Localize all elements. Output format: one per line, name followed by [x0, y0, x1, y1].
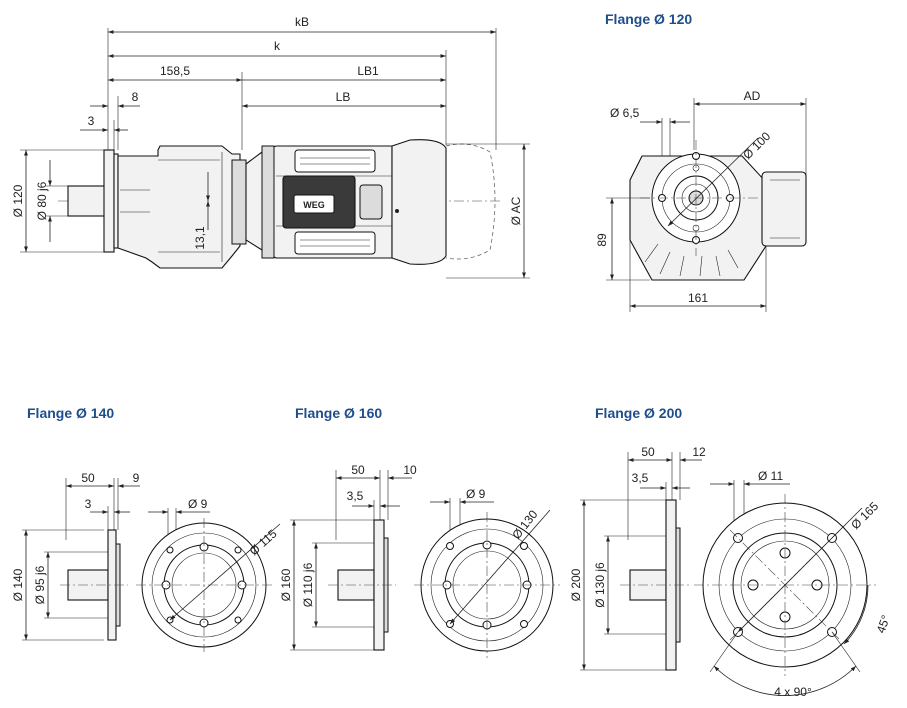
gearmotor-side-view: kB k 158,5 LB1 LB 8 3 Ø 120 Ø 80 j6 13,1 [11, 15, 530, 279]
f160-dim-hole: Ø 9 [466, 487, 486, 501]
flange-160-front: Ø 9 Ø 130 [414, 487, 560, 658]
dim-158-5: 158,5 [160, 64, 190, 78]
gearmotor-front-view: AD Ø 6,5 Ø 100 89 [595, 89, 807, 312]
f160-dim-10: 10 [403, 463, 417, 477]
f200-dim-50: 50 [641, 445, 655, 459]
f140-dim-3: 3 [85, 497, 92, 511]
dim-LB1: LB1 [357, 64, 379, 78]
f200-dim-pcd: Ø 165 [848, 499, 881, 532]
f200-dim-angle: 45° [874, 613, 893, 635]
f140-dim-50: 50 [81, 471, 95, 485]
dim-89: 89 [595, 233, 609, 247]
title-flange-160: Flange Ø 160 [295, 405, 382, 421]
dim-k: k [274, 39, 281, 53]
terminal-box-front [761, 171, 807, 247]
fan-cover [391, 139, 447, 265]
title-flange-120: Flange Ø 120 [605, 11, 692, 27]
dim-d6-5: Ø 6,5 [610, 106, 640, 120]
dim-3: 3 [88, 114, 95, 128]
dim-d120: Ø 120 [11, 184, 25, 217]
f200-dim-d130: Ø 130 j6 [593, 562, 607, 608]
f200-dim-3-5: 3,5 [632, 471, 649, 485]
dim-AD: AD [744, 89, 761, 103]
f160-dim-d160: Ø 160 [279, 568, 293, 601]
title-flange-200: Flange Ø 200 [595, 405, 682, 421]
f140-dim-9: 9 [133, 471, 140, 485]
flange-200-side: 50 12 3,5 Ø 200 Ø 130 j6 [569, 445, 706, 671]
dim-dAC: Ø AC [509, 196, 523, 225]
f200-dim-spacing: 4 x 90° [774, 685, 812, 699]
f160-dim-3-5: 3,5 [347, 489, 364, 503]
f140-dim-hole: Ø 9 [188, 497, 208, 511]
title-flange-140: Flange Ø 140 [27, 405, 114, 421]
weg-logo: WEG [303, 200, 325, 210]
dim-8: 8 [132, 90, 139, 104]
f200-dim-hole: Ø 11 [758, 469, 783, 483]
f200-dim-12: 12 [692, 445, 706, 459]
dim-kB: kB [295, 15, 309, 29]
f200-dim-d200: Ø 200 [569, 568, 583, 601]
optional-brake-outline [445, 143, 496, 260]
f160-dim-d110: Ø 110 j6 [301, 562, 315, 607]
f140-dim-d140: Ø 140 [11, 568, 25, 601]
dim-13-1: 13,1 [193, 226, 207, 250]
dim-d100: Ø 100 [740, 129, 773, 162]
dim-LB: LB [336, 90, 351, 104]
f140-dim-d95: Ø 95 j6 [33, 565, 47, 604]
motor-cooling-fins [261, 145, 392, 259]
flange-140-front: Ø 9 Ø 115 [136, 497, 281, 652]
f160-dim-50: 50 [351, 463, 365, 477]
flange-140-side: 50 9 3 Ø 140 Ø 95 j6 [11, 471, 140, 641]
flange-200-front: Ø 11 Ø 165 45° 4 x 90° [694, 469, 893, 699]
dim-161: 161 [688, 291, 708, 305]
dim-d80: Ø 80 j6 [35, 181, 49, 220]
f140-dim-pcd: Ø 115 [247, 526, 280, 558]
flange-160-side: 50 10 3,5 Ø 160 Ø 110 j6 [279, 463, 417, 651]
